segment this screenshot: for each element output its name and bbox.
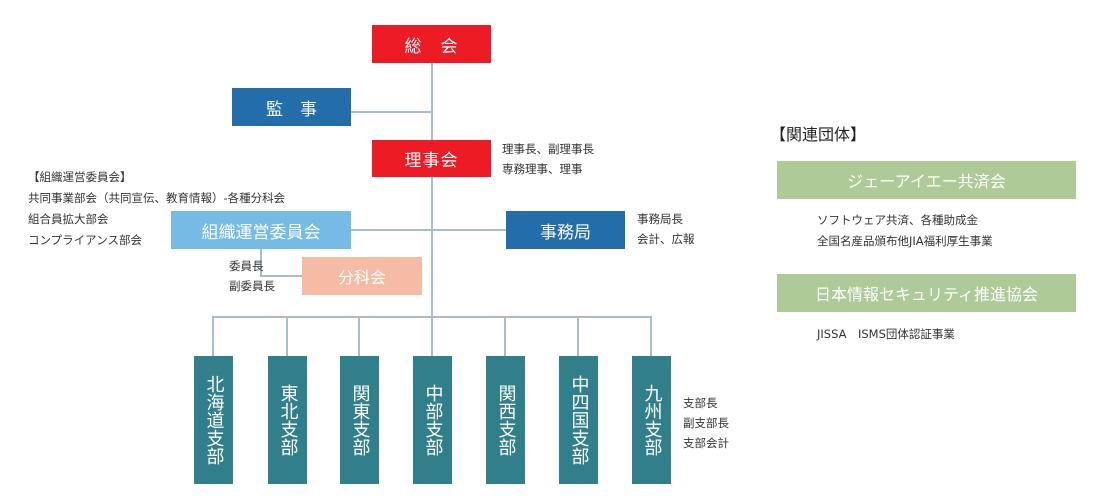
note-line: 支部長 [683, 396, 718, 410]
note-line: 共同事業部会（共同宣伝、教育情報）-各種分科会 [28, 191, 286, 205]
note-line: 理事長、副理事長 [502, 142, 594, 156]
note-line: 委員長 [229, 259, 264, 273]
note-line: 【組織運営委員会】 [28, 170, 132, 184]
org-committee-note: 【組織運営委員会】 共同事業部会（共同宣伝、教育情報）-各種分科会 組合員拡大部… [28, 167, 285, 251]
note-line: コンプライアンス部会 [28, 233, 142, 247]
branch-kansai: 関西支部 [486, 356, 525, 484]
branch-members-note: 支部長 副支部長 支部会計 [683, 393, 729, 453]
related-group-box: 日本情報セキュリティ推進協会 [777, 274, 1076, 312]
org-committee-box: 組織運営委員会 [171, 211, 351, 249]
board-box: 理事会 [372, 140, 491, 177]
connector-subcommittee-h [260, 275, 302, 277]
branch-hokkaido: 北海道支部 [194, 356, 233, 484]
branch-chushikoku: 中四国支部 [559, 356, 598, 484]
note-line: ソフトウェア共済、各種助成金 [817, 213, 978, 227]
secretariat-box: 事務局 [506, 211, 625, 249]
branch-kyushu: 九州支部 [632, 356, 671, 484]
branch-chubu: 中部支部 [413, 356, 452, 484]
connector-branch-drop [286, 316, 288, 356]
subcommittee-members-note: 委員長 副委員長 [229, 256, 275, 296]
subcommittee-box: 分科会 [302, 257, 422, 295]
branch-kanto: 関東支部 [340, 356, 379, 484]
note-line: 副支部長 [683, 416, 729, 430]
related-group-note: ソフトウェア共済、各種助成金 全国名産品頒布他JIA福利厚生事業 [817, 210, 993, 252]
note-line: 会計、広報 [637, 232, 695, 246]
note-line: JISSA ISMS団体認証事業 [817, 327, 955, 341]
connector-subcommittee-v [260, 229, 262, 276]
connector-auditor [350, 111, 432, 113]
connector-branch-drop [577, 316, 579, 356]
secretariat-members-note: 事務局長 会計、広報 [637, 209, 695, 249]
note-line: 組合員拡大部会 [28, 212, 109, 226]
branch-tohoku: 東北支部 [268, 356, 307, 484]
connector-branch-drop [650, 316, 652, 356]
note-line: 全国名産品頒布他JIA福利厚生事業 [817, 234, 993, 248]
connector-branch-drop [504, 316, 506, 356]
related-group-note: JISSA ISMS団体認証事業 [817, 324, 955, 344]
note-line: 事務局長 [637, 212, 683, 226]
connector-committee [351, 229, 506, 231]
note-line: 支部会計 [683, 436, 729, 450]
note-line: 副委員長 [229, 279, 275, 293]
auditor-box: 監 事 [232, 88, 351, 126]
connector-branches-h [212, 316, 652, 318]
related-heading: 【関連団体】 [770, 125, 867, 144]
board-members-note: 理事長、副理事長 専務理事、理事 [502, 139, 594, 179]
connector-branch-drop [212, 316, 214, 356]
connector-branch-drop [358, 316, 360, 356]
general-assembly-box: 総 会 [372, 25, 491, 63]
note-line: 専務理事、理事 [502, 162, 583, 176]
related-group-box: ジェーアイエー共済会 [777, 161, 1076, 199]
connector-trunk [431, 62, 433, 356]
